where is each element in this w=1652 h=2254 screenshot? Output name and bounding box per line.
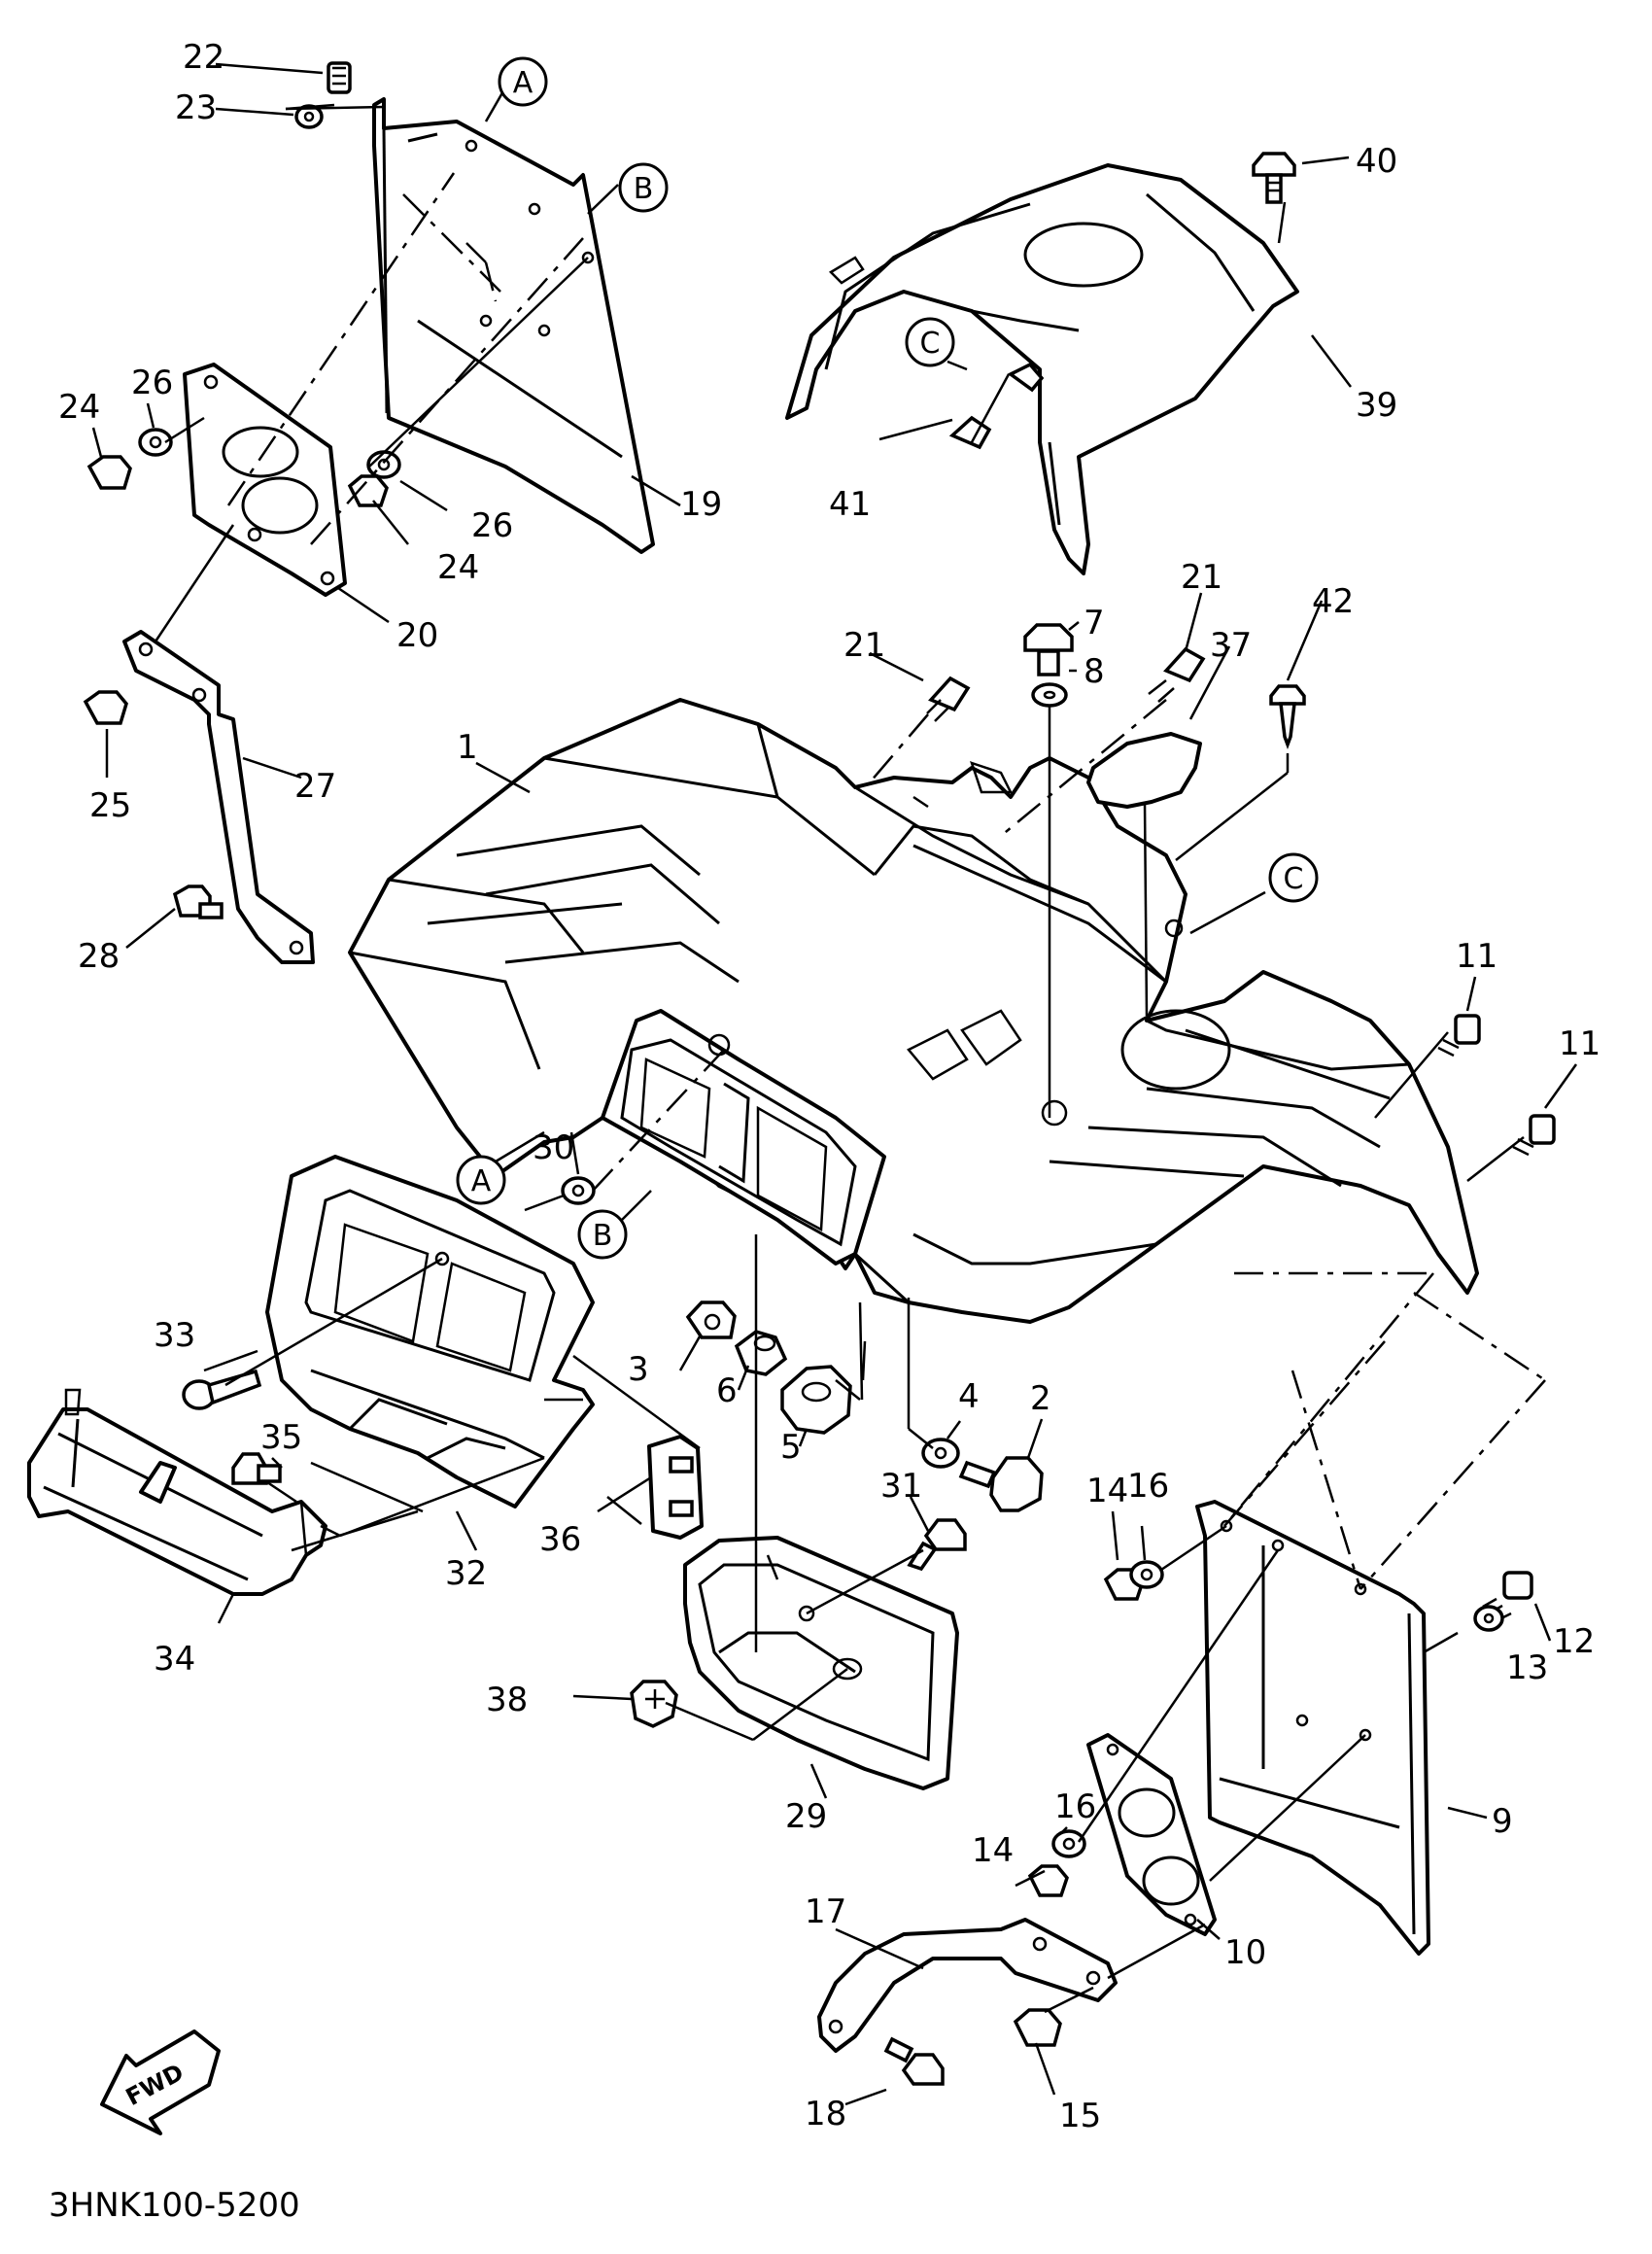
label-33: 33 bbox=[154, 1316, 195, 1355]
label-7: 7 bbox=[1084, 604, 1105, 642]
label-20: 20 bbox=[396, 616, 438, 655]
label-17: 17 bbox=[805, 1892, 846, 1931]
part-10-plate-right bbox=[1086, 1733, 1217, 1936]
callout-c-top: C bbox=[905, 317, 955, 367]
label-27: 27 bbox=[294, 767, 336, 806]
label-3: 3 bbox=[628, 1350, 649, 1389]
callout-c-right: C bbox=[1268, 852, 1319, 903]
label-40: 40 bbox=[1356, 142, 1397, 181]
label-8: 8 bbox=[1084, 652, 1105, 691]
label-12: 12 bbox=[1553, 1622, 1595, 1661]
part-1-rear-fender bbox=[348, 698, 1479, 1324]
label-38: 38 bbox=[486, 1681, 528, 1719]
callout-b-center: B bbox=[577, 1209, 628, 1260]
label-18: 18 bbox=[805, 2095, 846, 2133]
callout-b-top: B bbox=[618, 162, 669, 213]
label-19: 19 bbox=[680, 485, 722, 524]
hardware-lower-right bbox=[883, 1560, 1533, 2086]
hardware-upper-left bbox=[83, 61, 401, 919]
svg-text:C: C bbox=[1284, 862, 1304, 896]
callout-a-center: A bbox=[456, 1155, 506, 1205]
callout-a-top: A bbox=[498, 56, 548, 107]
part-37-pad bbox=[1086, 732, 1202, 809]
label-5: 5 bbox=[780, 1428, 802, 1467]
label-26b: 26 bbox=[471, 506, 513, 545]
svg-text:B: B bbox=[634, 172, 654, 206]
svg-text:A: A bbox=[513, 66, 533, 100]
label-30: 30 bbox=[533, 1128, 574, 1167]
part-27-bracket-left bbox=[122, 630, 315, 964]
label-14a: 14 bbox=[1086, 1472, 1128, 1510]
label-24a: 24 bbox=[58, 388, 100, 427]
part-32-headlight-bezel bbox=[265, 1155, 595, 1508]
label-29: 29 bbox=[785, 1797, 827, 1836]
label-6: 6 bbox=[716, 1371, 738, 1410]
label-16b: 16 bbox=[1054, 1787, 1096, 1826]
leader-lines bbox=[91, 62, 1578, 2106]
label-21a: 21 bbox=[843, 626, 885, 665]
label-4: 4 bbox=[958, 1377, 980, 1416]
part-29-lamp-housing bbox=[683, 1536, 959, 1790]
part-number-labels: 1 2 3 4 5 6 7 8 9 10 11 11 12 13 14 14 1… bbox=[58, 38, 1600, 2135]
part-17-bracket-right bbox=[817, 1918, 1118, 2053]
label-37: 37 bbox=[1210, 626, 1252, 665]
label-22: 22 bbox=[183, 38, 224, 77]
label-41: 41 bbox=[829, 485, 871, 524]
label-36: 36 bbox=[539, 1520, 581, 1559]
label-11b: 11 bbox=[1559, 1024, 1600, 1063]
hardware-fender-top bbox=[561, 623, 1556, 1205]
svg-text:C: C bbox=[920, 327, 941, 361]
label-42: 42 bbox=[1312, 582, 1354, 621]
label-31: 31 bbox=[880, 1467, 922, 1506]
label-2: 2 bbox=[1030, 1379, 1051, 1418]
label-10: 10 bbox=[1224, 1933, 1266, 1972]
part-20-plate-left bbox=[183, 363, 347, 597]
label-16a: 16 bbox=[1127, 1467, 1169, 1506]
label-28: 28 bbox=[78, 937, 120, 976]
label-26a: 26 bbox=[131, 364, 173, 402]
diagram-code: 3HNK100-5200 bbox=[49, 2186, 300, 2225]
label-32: 32 bbox=[445, 1554, 487, 1593]
hardware-bezel bbox=[182, 1369, 704, 1540]
part-34-bumper bbox=[27, 1388, 327, 1596]
label-34: 34 bbox=[154, 1640, 195, 1679]
label-9: 9 bbox=[1492, 1802, 1513, 1841]
svg-text:B: B bbox=[593, 1219, 613, 1253]
label-23: 23 bbox=[175, 88, 217, 127]
label-15: 15 bbox=[1059, 2097, 1101, 2135]
label-11a: 11 bbox=[1456, 937, 1497, 976]
label-21b: 21 bbox=[1181, 558, 1222, 597]
label-13: 13 bbox=[1506, 1648, 1548, 1687]
part-19-mudflap-left bbox=[372, 97, 655, 554]
label-35: 35 bbox=[260, 1418, 302, 1457]
svg-text:A: A bbox=[471, 1164, 492, 1198]
hardware-center bbox=[630, 1300, 1044, 1728]
label-39: 39 bbox=[1356, 386, 1397, 425]
label-24b: 24 bbox=[437, 548, 479, 587]
fwd-arrow-icon: FWD bbox=[100, 2029, 221, 2135]
label-1: 1 bbox=[457, 728, 478, 767]
part-39-center-cover bbox=[785, 152, 1299, 575]
part-9-mudflap-right bbox=[1195, 1500, 1430, 1956]
label-14b: 14 bbox=[972, 1831, 1014, 1870]
label-25: 25 bbox=[89, 786, 131, 825]
